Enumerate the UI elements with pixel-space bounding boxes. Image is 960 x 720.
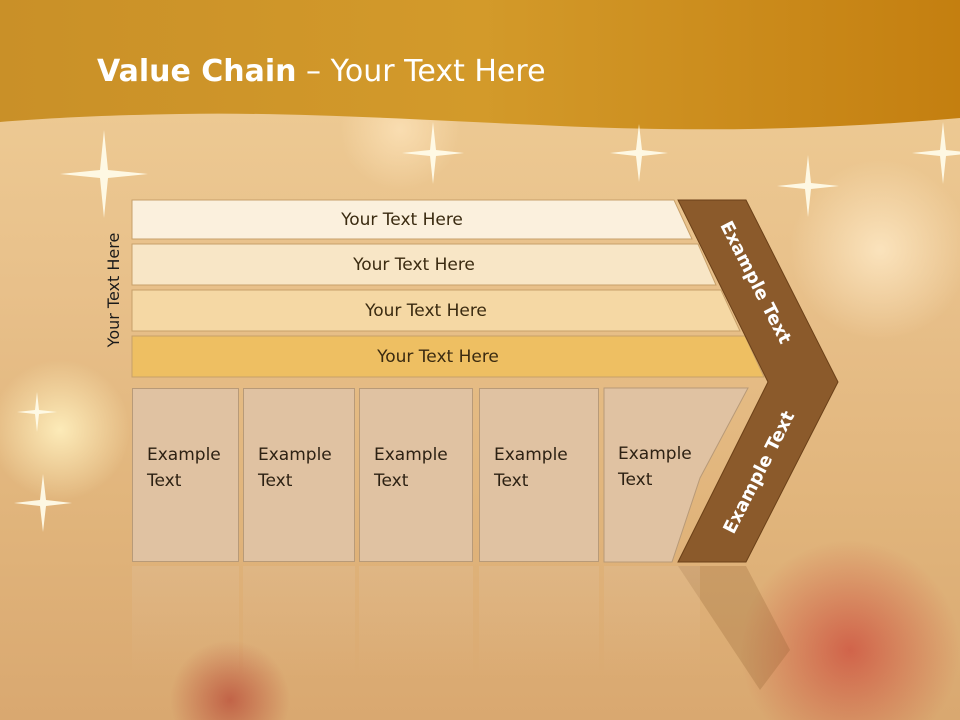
box-4-reflection [479,566,599,676]
row-3-shape [131,289,741,332]
chevron-shape [677,199,839,563]
title-rest: – Your Text Here [296,54,546,89]
header-banner [0,0,960,130]
row-1: Your Text Here [132,200,692,239]
row-2-shape [131,243,717,286]
box-2-reflection [243,566,355,676]
box-3-reflection [359,566,473,676]
row-4: Your Text Here [132,336,764,377]
row-2: Your Text Here [132,244,716,285]
row-4-label: Your Text Here [377,346,499,367]
box-5-reflection [604,566,700,676]
row-3-label: Your Text Here [365,300,487,321]
row-1-shape [131,199,693,240]
box-1-reflection [132,566,239,676]
title-bold: Value Chain [97,54,297,89]
row-3: Your Text Here [132,290,740,331]
slide-title: Value Chain – Your Text Here [97,54,546,89]
row-4-shape [131,335,765,378]
chevron-box-edge [603,387,749,563]
chevron-reflection [678,566,790,690]
row-2-label: Your Text Here [353,254,475,275]
row-1-label: Your Text Here [341,209,463,230]
